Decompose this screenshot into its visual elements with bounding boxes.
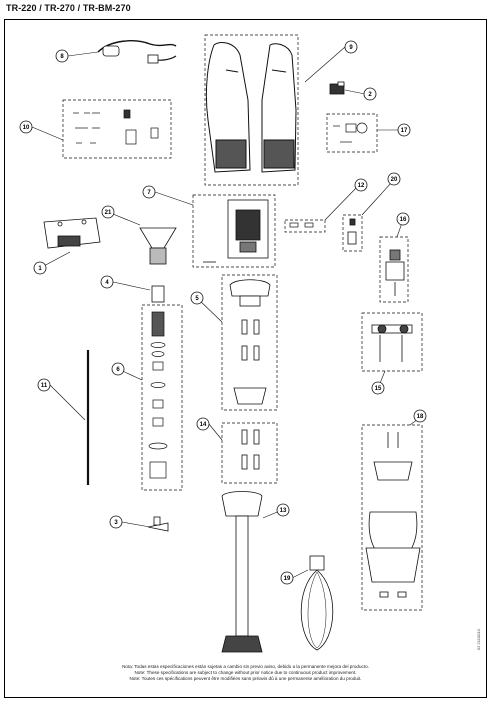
group-box-14 bbox=[221, 422, 278, 484]
callout-16: 16 bbox=[400, 217, 407, 223]
whisk-gear-part-15 bbox=[371, 324, 413, 362]
group-box-9 bbox=[204, 34, 299, 186]
whisk-part-19 bbox=[300, 555, 334, 651]
small-parts-12 bbox=[289, 222, 314, 228]
callout-19: 19 bbox=[284, 576, 291, 582]
callout-7: 7 bbox=[147, 190, 151, 196]
callout-3: 3 bbox=[114, 520, 118, 526]
group-box-12 bbox=[284, 219, 326, 233]
callout-1: 1 bbox=[38, 266, 42, 272]
callout-6: 6 bbox=[116, 367, 120, 373]
funnel-part bbox=[139, 227, 177, 265]
callout-5: 5 bbox=[195, 296, 199, 302]
callout-14: 14 bbox=[200, 422, 207, 428]
callout-21: 21 bbox=[105, 210, 112, 216]
small-parts-20 bbox=[347, 218, 357, 245]
head-part-5 bbox=[229, 279, 271, 405]
callout-4: 4 bbox=[105, 280, 109, 286]
callout-17: 17 bbox=[401, 128, 408, 134]
callout-11: 11 bbox=[41, 383, 48, 389]
blade-part-3 bbox=[147, 516, 169, 532]
group-box-20 bbox=[342, 214, 363, 252]
group-box-7 bbox=[192, 194, 276, 268]
callout-8: 8 bbox=[60, 54, 64, 60]
group-box-6 bbox=[141, 304, 183, 491]
power-cord-part bbox=[97, 40, 177, 64]
spacer-part-14 bbox=[241, 429, 260, 470]
bearing-stack-part-6 bbox=[148, 311, 168, 479]
callout-20: 20 bbox=[391, 177, 398, 183]
page-title: TR-220 / TR-270 / TR-BM-270 bbox=[6, 3, 131, 13]
motor-housing-part bbox=[205, 42, 297, 173]
document-code: 02 2110010 bbox=[476, 629, 481, 650]
group-box-10 bbox=[62, 99, 172, 159]
callout-18: 18 bbox=[417, 414, 424, 420]
diagram-frame bbox=[4, 19, 487, 698]
callout-10: 10 bbox=[23, 125, 30, 131]
note-fr: Note: Toutes ces spécifications peuvent … bbox=[129, 676, 362, 681]
callout-12: 12 bbox=[358, 183, 365, 189]
wall-bracket-part bbox=[43, 217, 101, 249]
group-box-18 bbox=[361, 424, 423, 611]
callout-15: 15 bbox=[375, 386, 382, 392]
bowl-assembly-part-18 bbox=[365, 432, 421, 598]
motor-part bbox=[203, 199, 269, 263]
group-box-5 bbox=[221, 274, 278, 411]
switch-kit-part-17 bbox=[333, 122, 368, 143]
note-es: Nota: Todas estas especificaciones están… bbox=[122, 664, 369, 669]
callout-13: 13 bbox=[280, 508, 287, 514]
group-box-16 bbox=[379, 236, 409, 303]
group-box-17 bbox=[326, 113, 378, 153]
bushing-part-4 bbox=[151, 285, 165, 303]
callout-9: 9 bbox=[349, 45, 353, 51]
group-box-15 bbox=[361, 312, 423, 372]
switch-part-2 bbox=[329, 81, 345, 95]
blending-leg-part-13 bbox=[221, 491, 263, 653]
note-en: Note: These specifications are subject t… bbox=[134, 670, 357, 675]
callout-2: 2 bbox=[368, 92, 372, 98]
screw-kit-part-10 bbox=[73, 109, 159, 145]
coupling-part-16 bbox=[385, 249, 405, 296]
